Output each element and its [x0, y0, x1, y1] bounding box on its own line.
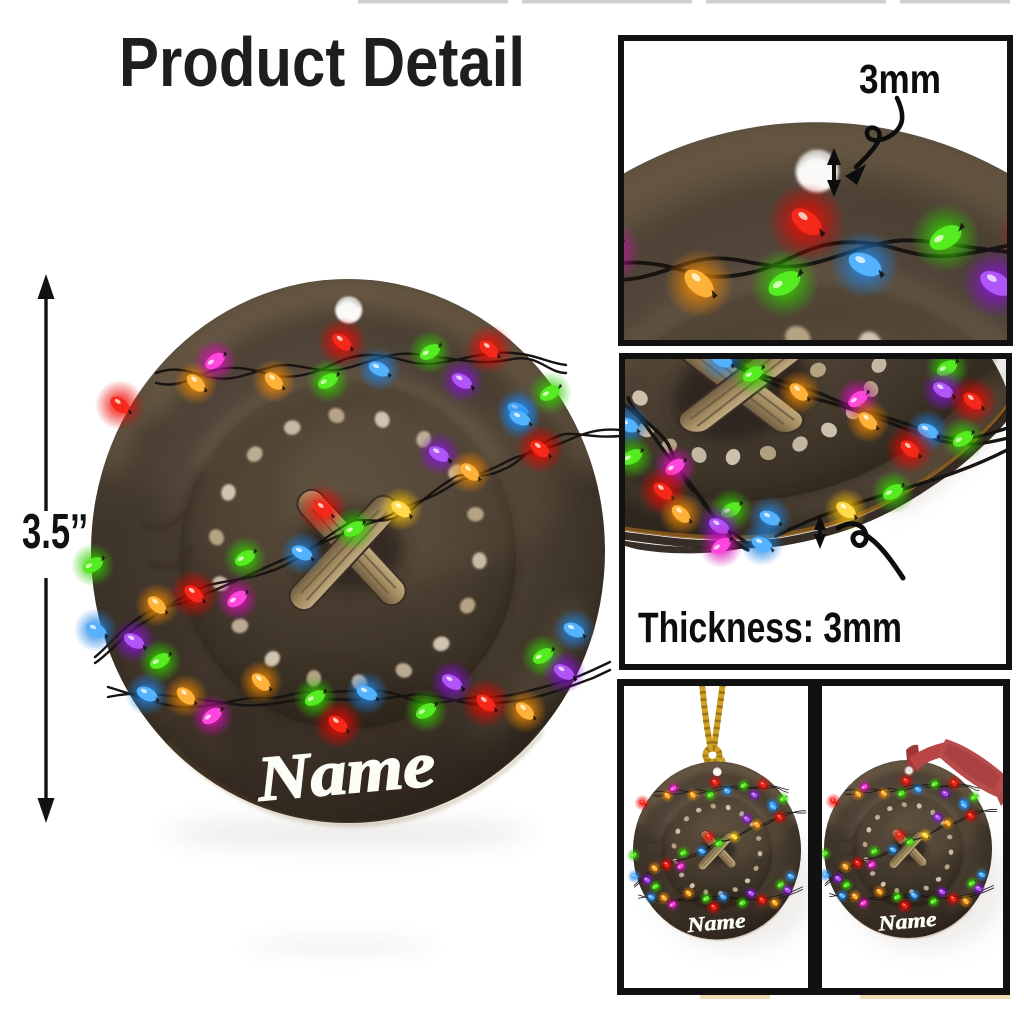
svg-text:3mm: 3mm	[859, 56, 941, 102]
svg-text:Product Detail: Product Detail	[119, 23, 525, 101]
svg-text:Thickness: 3mm: Thickness: 3mm	[638, 604, 902, 652]
